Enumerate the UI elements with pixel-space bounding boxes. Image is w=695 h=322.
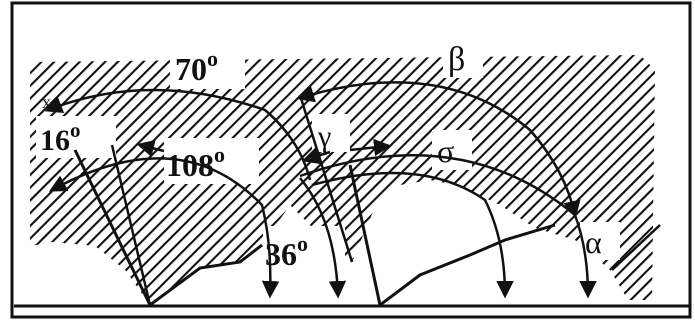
label-16: 16o [40, 118, 81, 157]
arrow-gamma-right [349, 138, 392, 157]
small-x-mark: x [42, 92, 51, 112]
arrow-gamma-left [301, 147, 331, 165]
label-space-70 [170, 44, 245, 89]
label-70: 70o [175, 46, 218, 87]
label-alpha: α [585, 224, 602, 260]
arc-alpha [299, 154, 597, 299]
figure-frame [10, 1, 692, 319]
label-space-beta [443, 36, 483, 78]
arrow-108-left [136, 139, 165, 157]
label-108: 108o [166, 142, 225, 183]
arc-beta [296, 81, 581, 219]
arc-108 [48, 157, 280, 299]
label-36: 36o [265, 231, 308, 272]
arc-36 [299, 177, 347, 299]
label-space-alpha [580, 222, 620, 260]
right-tooth-profile [348, 164, 556, 308]
label-sigma: σ [437, 133, 454, 169]
arc-sigma [311, 171, 514, 299]
far-right-edge-line [611, 224, 661, 271]
label-beta: β [448, 41, 465, 78]
label-gamma: γ [317, 120, 331, 153]
